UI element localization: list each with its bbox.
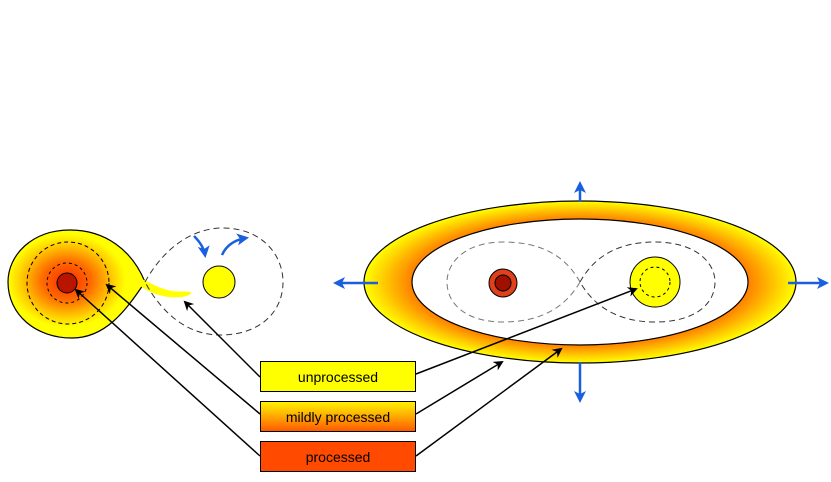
legend-mildly-processed-label: mildly processed [285,408,391,425]
right-binary-system [333,181,829,403]
pointer-unprocessed-to-stream [183,300,261,378]
donor-core [56,272,78,294]
legend-unprocessed: unprocessed [260,361,416,392]
companion-roche-lobe [144,227,284,336]
legend-processed: processed [260,441,416,472]
inner-dashed-circle-outer [26,241,110,325]
legend-processed-label: processed [305,448,371,465]
inner-dashed-circle-core [46,262,88,304]
rotation-arrow-icon [193,235,210,258]
legend-unprocessed-label: unprocessed [297,368,379,385]
pointer-arrows [74,283,638,457]
pointer-processed-to-core [74,288,261,457]
left-binary-system [7,227,284,339]
accretor-star [629,256,681,308]
rotation-arrow-icon [220,233,249,256]
companion-star [202,265,236,299]
pointer-processed-to-inner-ring [415,347,563,457]
pointer-mildly-to-envelope [105,283,261,415]
legend-mildly-processed: mildly processed [260,401,416,432]
core-star-center [494,274,512,292]
pointer-mildly-to-ring [415,360,504,415]
pointer-unprocessed-to-accretor [415,287,638,375]
roche-lobe-right [579,241,716,323]
roche-lobe-left [446,241,581,323]
mass-transfer-stream [141,278,192,298]
accretor-inner-dashed [639,266,671,298]
